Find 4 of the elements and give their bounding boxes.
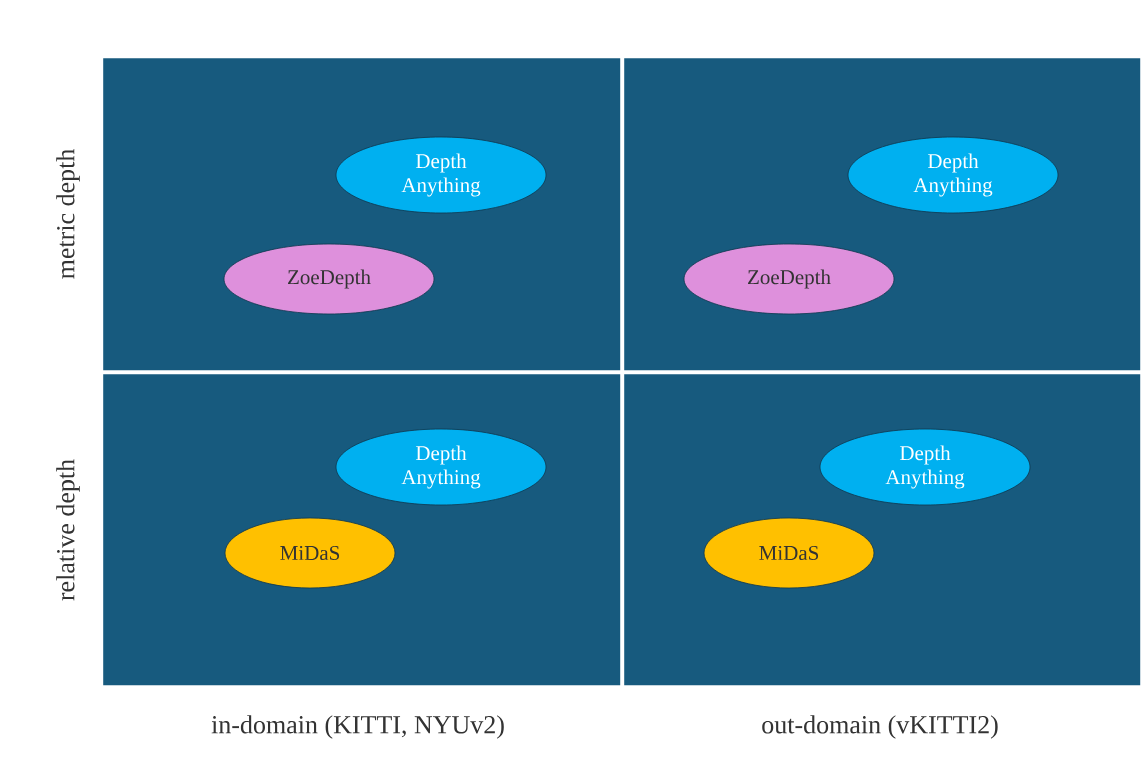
axis-label: in-domain (KITTI, NYUv2) — [211, 715, 504, 739]
axis-label: relative depth — [56, 459, 80, 601]
axis-label: out-domain (vKITTI2) — [762, 715, 998, 739]
axis-label: metric depth — [56, 149, 80, 279]
